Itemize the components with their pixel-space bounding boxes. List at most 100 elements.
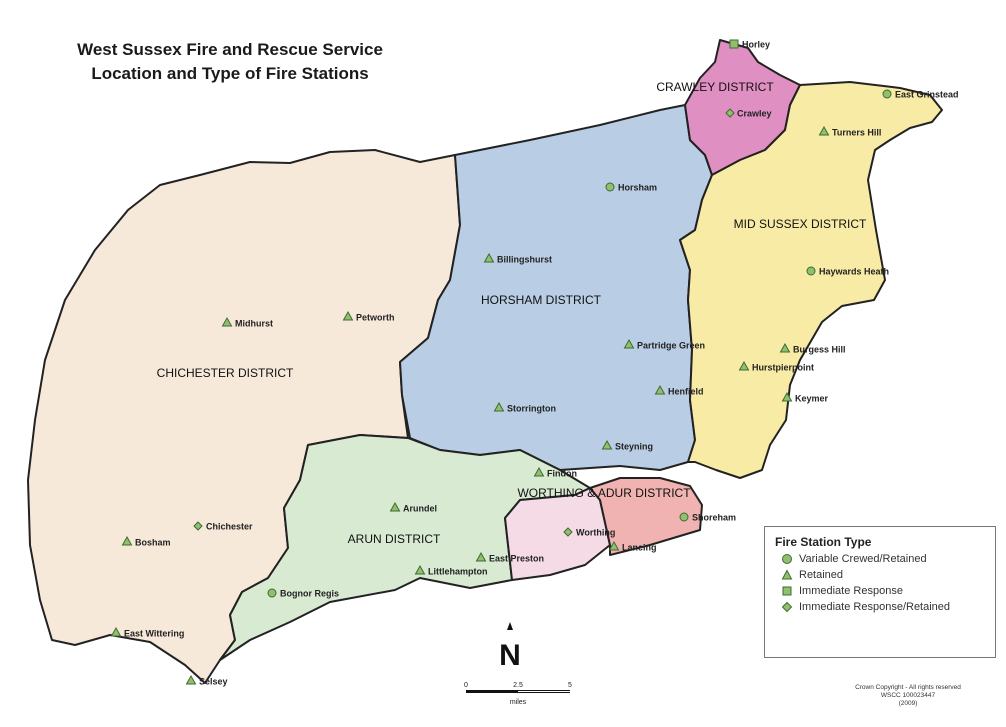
station-horsham: Horsham [605,182,657,193]
triangle-icon [601,439,613,450]
station-east-wittering: East Wittering [110,626,184,639]
station-keymer: Keymer [781,391,829,404]
triangle-icon [623,338,635,349]
scale-bar: 0 2.5 5 miles [464,682,572,706]
station-horley: Horley [729,39,770,50]
station-selsey: Selsey [185,674,228,687]
map-title: West Sussex Fire and Rescue Service Loca… [20,38,440,86]
station-label: Worthing [576,528,615,538]
district-label-arun: ARUN DISTRICT [348,532,441,546]
legend-title: Fire Station Type [775,535,872,549]
station-bosham: Bosham [121,535,171,548]
triangle-icon [342,310,354,321]
triangle-icon [121,535,133,546]
station-label: Storrington [507,404,556,414]
station-henfield: Henfield [654,384,704,397]
legend-label: Immediate Response/Retained [799,601,951,613]
district-label-worthing-adur: WORTHING & ADUR DISTRICT [517,486,691,500]
triangle-icon [654,384,666,395]
station-label: Burgess Hill [793,345,846,355]
triangle-icon [781,391,793,402]
station-billingshurst: Billingshurst [483,252,552,265]
diamond-icon [563,527,573,537]
legend-item-immediate-response-retained: Immediate Response/Retained [779,601,995,613]
station-petworth: Petworth [342,310,395,323]
station-arundel: Arundel [389,501,437,514]
square-icon [729,39,739,49]
triangle-icon [475,551,487,562]
triangle-icon [779,342,791,353]
triangle-icon [738,360,750,371]
legend-item-immediate-response: Immediate Response [779,585,995,597]
station-steyning: Steyning [601,439,653,452]
legend-label: Variable Crewed/Retained [799,553,927,565]
station-label: Shoreham [692,513,736,523]
legend-item-variable-crewed: Variable Crewed/Retained [779,553,995,565]
station-label: Crawley [737,109,772,119]
circle-icon [882,89,892,99]
copyright-notice: Crown Copyright - All rights reserved WS… [820,684,996,708]
station-label: Petworth [356,313,395,323]
legend-label: Immediate Response [799,585,903,597]
station-worthing: Worthing [563,527,615,538]
north-arrow-icon [507,622,513,630]
station-label: Horley [742,40,770,50]
district-label-chichester: CHICHESTER DISTRICT [157,366,294,380]
station-label: Arundel [403,504,437,514]
station-label: East Grinstead [895,90,959,100]
station-east-preston: East Preston [475,551,544,564]
diamond-icon [725,108,735,118]
triangle-icon [110,626,122,637]
station-label: Bosham [135,538,171,548]
station-findon: Findon [533,466,577,479]
station-burgess-hill: Burgess Hill [779,342,846,355]
legend: Fire Station Type Variable Crewed/Retain… [764,526,996,658]
triangle-icon [221,316,233,327]
station-hurstpierpoint: Hurstpierpoint [738,360,814,373]
scale-tick-2: 5 [568,682,572,689]
north-arrow: N [499,622,521,672]
station-label: Midhurst [235,319,273,329]
station-label: Lancing [622,543,657,553]
legend-item-retained: Retained [779,569,995,581]
station-label: Henfield [668,387,704,397]
station-label: Partridge Green [637,341,705,351]
station-label: Littlehampton [428,567,488,577]
scale-tick-0: 0 [464,682,468,689]
triangle-icon [483,252,495,263]
station-label: Keymer [795,394,829,404]
square-icon [779,585,795,597]
north-letter: N [499,639,521,672]
station-shoreham: Shoreham [679,512,736,523]
circle-icon [267,588,277,598]
triangle-icon [818,125,830,136]
station-label: Findon [547,469,577,479]
station-storrington: Storrington [493,401,556,414]
station-lancing: Lancing [608,540,657,553]
station-littlehampton: Littlehampton [414,564,488,577]
mid-sussex-district-area [679,81,943,479]
station-haywards-heath: Haywards Heath [806,266,889,277]
legend-label: Retained [799,569,844,581]
diamond-icon [779,601,795,613]
triangle-icon [608,540,620,551]
station-bognor-regis: Bognor Regis [267,588,339,599]
station-midhurst: Midhurst [221,316,273,329]
station-label: Steyning [615,442,653,452]
station-label: Haywards Heath [819,267,889,277]
triangle-icon [779,569,795,581]
district-label-horsham: HORSHAM DISTRICT [481,293,602,307]
station-label: East Preston [489,554,544,564]
station-crawley: Crawley [725,108,772,119]
station-label: Horsham [618,183,657,193]
triangle-icon [185,674,197,685]
triangle-icon [414,564,426,575]
copyright-line-1: Crown Copyright - All rights reserved [855,684,961,691]
station-label: Chichester [206,522,253,532]
map-title-line-2: Location and Type of Fire Stations [91,64,369,83]
station-turners-hill: Turners Hill [818,125,881,138]
circle-icon [806,266,816,276]
